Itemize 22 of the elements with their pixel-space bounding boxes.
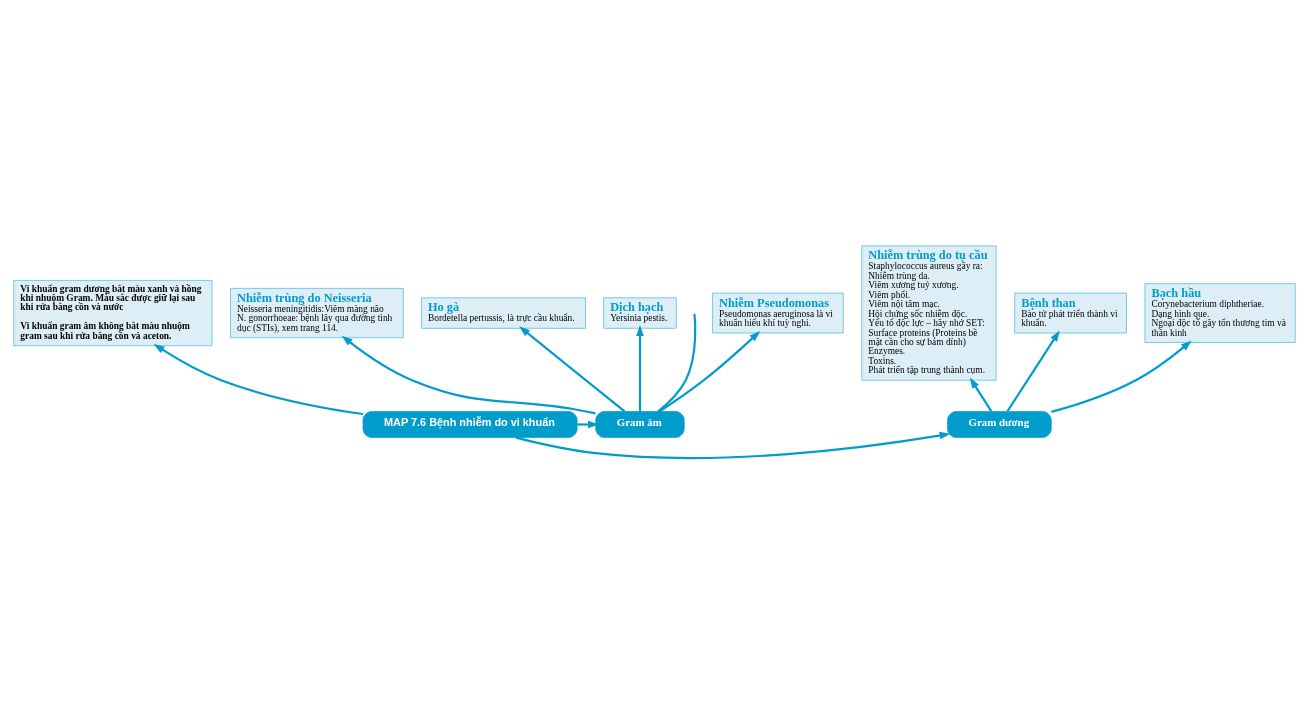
node-box: Ho gà Bordetella pertussis, là trực cầu khuẩn. bbox=[421, 297, 586, 329]
arrow bbox=[969, 377, 993, 412]
node-box: Gram âm bbox=[595, 411, 685, 438]
arrow bbox=[577, 420, 599, 429]
arrow bbox=[519, 326, 626, 413]
arrow bbox=[636, 325, 644, 412]
arrow bbox=[153, 343, 364, 416]
node-box: Bệnh than Bào tử phát triển thành vi khuẩn. bbox=[1014, 292, 1127, 334]
node-box: Vi khuẩn gram dương bắt màu xanh và hồng khi nhuộm Gram. Màu sắc được giữ lại sau khi rửa bằng cồn và nước Vi khuẩn gram âm không bắt màu nhuộm gram sau khi rửa bằng cồn và aceton. bbox=[13, 280, 213, 347]
node-box: MAP 7.6 Bệnh nhiễm do vi khuẩn bbox=[362, 411, 578, 438]
node-box: Nhiễm trùng do tụ cầu Staphylococcus aureus gây ra: Nhiễm trùng da. Viêm xương tuỷ xương. Viêm phổi. Viêm nội tâm mạc. Hội chứng sốc nhiễm độc. Yếu tố độc lực – hãy nhớ SET: Surface proteins (Proteins bề mặt cần cho sự bám dính) Enzymes. Toxins. Phát triển tập trung thành cụm. bbox=[861, 245, 997, 381]
node-box: Bạch hầu Corynebacterium diphtheriae. Dạng hình que. Ngoại độc tố gây tổn thương tim và thần kinh bbox=[1144, 283, 1296, 343]
arrow bbox=[341, 335, 596, 415]
arrow bbox=[659, 330, 761, 413]
node-box: Nhiễm Pseudomonas Pseudomonas aeruginosa là vi khuẩn hiếu khí tuỳ nghi. bbox=[712, 292, 844, 334]
connector bbox=[657, 313, 697, 413]
node-box: Gram dương bbox=[947, 411, 1052, 438]
node-box: Dịch hạch Yersinia pestis. bbox=[603, 297, 677, 329]
arrow bbox=[515, 431, 951, 460]
arrow bbox=[1006, 330, 1060, 412]
node-box: Nhiễm trùng do Neisseria Neisseria meningitidis:Viêm màng não N. gonorrhoeae: bệnh lây qua đường tình dục (STIs), xem trang 114. bbox=[230, 288, 404, 339]
arrow bbox=[1051, 340, 1192, 413]
